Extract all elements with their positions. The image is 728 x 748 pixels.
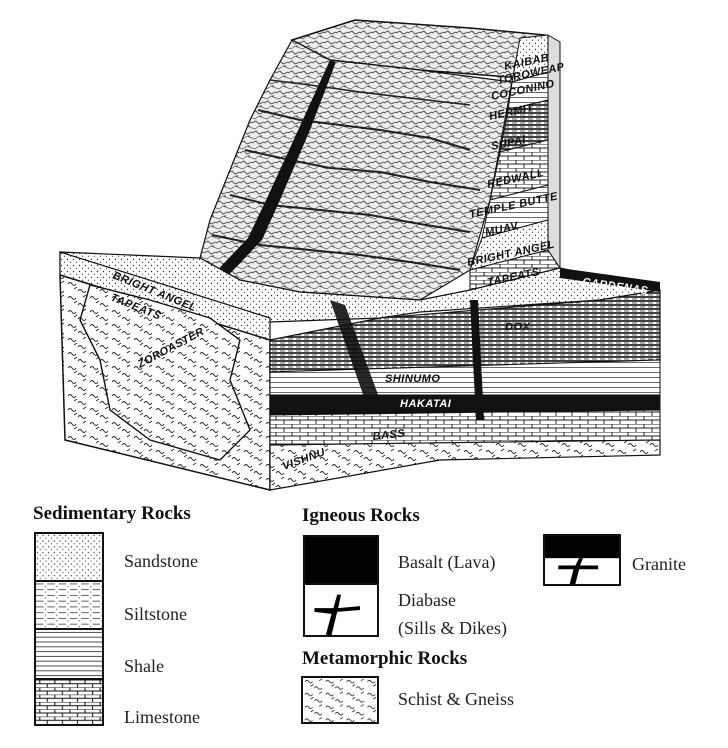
schist-label: Schist & Gneiss [398,689,515,709]
siltstone-swatch [34,580,104,628]
basalt-label: Basalt (Lava) [398,552,496,572]
shale-label: Shale [124,656,164,676]
granite-swatch [543,534,621,586]
label-dox: DOX [505,321,531,333]
label-shinumo: SHINUMO [385,373,440,385]
front-right-face [269,289,661,491]
grand-canyon-block-diagram: KAIBAB TOROWEAP COCONINO HERMIT SUPAI RE… [59,19,661,491]
schist-swatch [301,676,379,724]
granite-label: Granite [632,554,686,574]
shale-swatch [34,628,104,678]
basalt-swatch [303,535,379,585]
label-hakatai: HAKATAI [400,398,452,410]
diabase-label-line1: Diabase [398,590,456,610]
sandstone-label: Sandstone [124,551,198,571]
diabase-swatch [303,585,379,637]
diabase-label-line2: (Sills & Dikes) [398,618,508,638]
sedimentary-title: Sedimentary Rocks [33,503,191,524]
igneous-title: Igneous Rocks [302,505,420,526]
cardenas-slab [560,268,660,292]
limestone-swatch [34,678,104,726]
limestone-label: Limestone [124,707,200,727]
canyon-cliffs [199,39,513,301]
label-bass: BASS [372,428,406,443]
siltstone-label: Siltstone [124,604,188,624]
metamorphic-title: Metamorphic Rocks [302,648,468,669]
sandstone-swatch [34,532,104,580]
